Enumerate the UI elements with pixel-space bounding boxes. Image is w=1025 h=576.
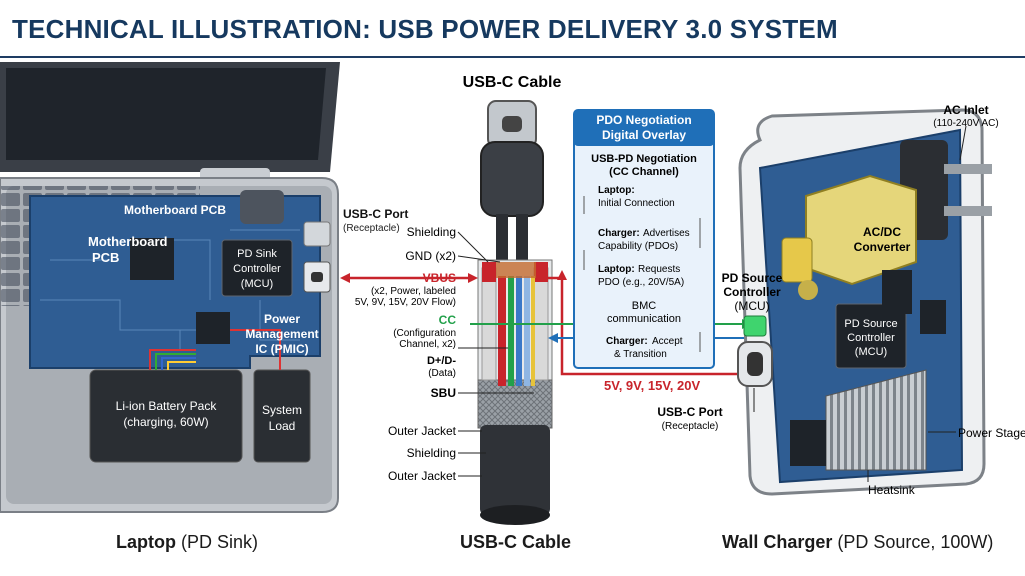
pd-source-chip-label-1: PD Source bbox=[844, 318, 897, 330]
title-underline bbox=[0, 56, 1025, 58]
plug-overmold bbox=[480, 141, 544, 217]
wall-charger-illustration: AC Inlet (110-240V AC) AC/DC Converter P… bbox=[657, 103, 1025, 497]
overlay-header bbox=[574, 110, 714, 146]
vbus-sub-2: 5V, 9V, 15V, 20V Flow) bbox=[355, 297, 456, 308]
step3-text-1: Requests bbox=[638, 264, 680, 275]
laptop-port-title: USB-C Port bbox=[343, 207, 408, 221]
battery-pack bbox=[89, 369, 243, 463]
overlay-section-2: (CC Channel) bbox=[609, 166, 679, 178]
step1-text: Initial Connection bbox=[598, 198, 675, 209]
acdc-label-2: Converter bbox=[854, 240, 911, 254]
pd-source-ext-label-2: Controller bbox=[723, 285, 781, 299]
motherboard-pcb bbox=[29, 195, 321, 369]
caption-laptop-rest: (PD Sink) bbox=[176, 532, 259, 552]
power-stage-label: Power Stage bbox=[958, 426, 1025, 440]
cable-shielding-top-label: Shielding bbox=[407, 225, 456, 239]
pd-sink-label-2: Controller bbox=[233, 263, 281, 275]
gnd-label: GND (x2) bbox=[405, 249, 456, 263]
caption-charger-rest: (PD Source, 100W) bbox=[832, 532, 994, 552]
vbus-sub-1: (x2, Power, labeled bbox=[371, 286, 456, 297]
chip bbox=[130, 238, 174, 280]
overlay-header-2: Digital Overlay bbox=[602, 128, 686, 142]
pmic-label-2: Management bbox=[245, 327, 318, 341]
laptop-port-subtitle: (Receptacle) bbox=[343, 223, 400, 234]
overlay-header-1: PDO Negotiation bbox=[596, 113, 691, 127]
step2-text-1: Advertises bbox=[643, 228, 690, 239]
pmic-label-3: IC (PMIC) bbox=[255, 342, 308, 356]
braided-shield bbox=[477, 379, 553, 429]
caption-cable: USB-C Cable bbox=[460, 532, 572, 552]
motherboard-left-label-1: Motherboard bbox=[88, 234, 168, 249]
vbus-arrow-charger bbox=[548, 276, 744, 376]
pmic-label-1: Power bbox=[264, 312, 300, 326]
dpdm-sub: (Data) bbox=[428, 368, 456, 379]
plug-prong-2 bbox=[944, 206, 992, 216]
sbu-label: SBU bbox=[431, 386, 456, 400]
charger-port-title: USB-C Port bbox=[657, 405, 722, 419]
pd-source-controller-chip bbox=[835, 303, 907, 369]
pd-sink-label-1: PD Sink bbox=[237, 248, 277, 260]
step3-bold: Laptop: bbox=[598, 264, 635, 275]
battery-label-2: (charging, 60W) bbox=[123, 415, 208, 429]
system-load-label-1: System bbox=[262, 403, 302, 417]
pd-source-chip-label-3: (MCU) bbox=[855, 346, 887, 358]
ac-inlet-label: AC Inlet bbox=[943, 103, 988, 117]
pd-source-ext-label-3: (MCU) bbox=[734, 299, 769, 313]
bmc-label-2: communication bbox=[607, 313, 681, 325]
battery-label-1: Li-ion Battery Pack bbox=[116, 399, 218, 413]
system-load-label-2: Load bbox=[269, 419, 296, 433]
overlay-section-1: USB-PD Negotiation bbox=[591, 153, 697, 165]
caption-laptop-bold: Laptop bbox=[116, 532, 176, 552]
power-stage-chip bbox=[790, 420, 826, 466]
motherboard-top-label: Motherboard PCB bbox=[124, 203, 226, 217]
step2-text-2: Capability (PDOs) bbox=[598, 241, 678, 252]
caption-charger: Wall Charger (PD Source, 100W) bbox=[722, 532, 993, 553]
pd-source-ext-label-1: PD Source bbox=[722, 271, 783, 285]
page-title: TECHNICAL ILLUSTRATION: USB POWER DELIVE… bbox=[12, 14, 838, 44]
system-load-block bbox=[253, 369, 311, 463]
step1-bold: Laptop: bbox=[598, 185, 635, 196]
fan-housing bbox=[240, 190, 284, 224]
acdc-label-1: AC/DC bbox=[863, 225, 901, 239]
cable-shielding-bottom-label: Shielding bbox=[407, 446, 456, 460]
bmc-label-1: BMC bbox=[632, 300, 657, 312]
laptop-illustration: Motherboard PCB Motherboard PCB PD Sink … bbox=[0, 62, 408, 513]
cable-heading: USB-C Cable bbox=[463, 74, 562, 91]
step4-text-1: Accept bbox=[652, 336, 683, 347]
outer-jacket-label-1: Outer Jacket bbox=[388, 424, 457, 438]
caption-charger-bold: Wall Charger bbox=[722, 532, 833, 552]
pd-sink-label-3: (MCU) bbox=[241, 278, 273, 290]
usb-c-cable-illustration: USB-C Cable Shielding bbox=[355, 74, 562, 525]
dpdm-label: D+/D- bbox=[427, 355, 456, 367]
charger-port-subtitle: (Receptacle) bbox=[662, 421, 719, 432]
motherboard-left-label-2: PCB bbox=[92, 250, 119, 265]
cable-jacket bbox=[480, 425, 550, 515]
outer-jacket-label-2: Outer Jacket bbox=[388, 469, 457, 483]
step4-text-2: & Transition bbox=[614, 349, 667, 360]
cc-sub-2: Channel, x2) bbox=[399, 339, 456, 350]
caption-laptop: Laptop (PD Sink) bbox=[116, 532, 258, 553]
pdo-negotiation-overlay: PDO Negotiation Digital Overlay USB-PD N… bbox=[573, 109, 715, 369]
plug-prong-1 bbox=[944, 164, 992, 174]
cc-label: CC bbox=[439, 313, 457, 327]
pmic-chip bbox=[196, 312, 230, 344]
pd-source-chip-label-2: Controller bbox=[847, 332, 895, 344]
step2-bold: Charger: bbox=[598, 228, 640, 239]
voltage-levels-label: 5V, 9V, 15V, 20V bbox=[604, 378, 700, 393]
step4-bold: Charger: bbox=[606, 336, 648, 347]
status-led bbox=[743, 315, 767, 337]
heatsink-label: Heatsink bbox=[868, 483, 916, 497]
cc-sub-1: (Configuration bbox=[393, 328, 456, 339]
pd-sink-controller-chip bbox=[221, 239, 293, 297]
overlay-panel bbox=[573, 109, 715, 369]
ac-range-label: (110-240V AC) bbox=[933, 118, 998, 129]
step3-text-2: PDO (e.g., 20V/5A) bbox=[598, 277, 684, 288]
